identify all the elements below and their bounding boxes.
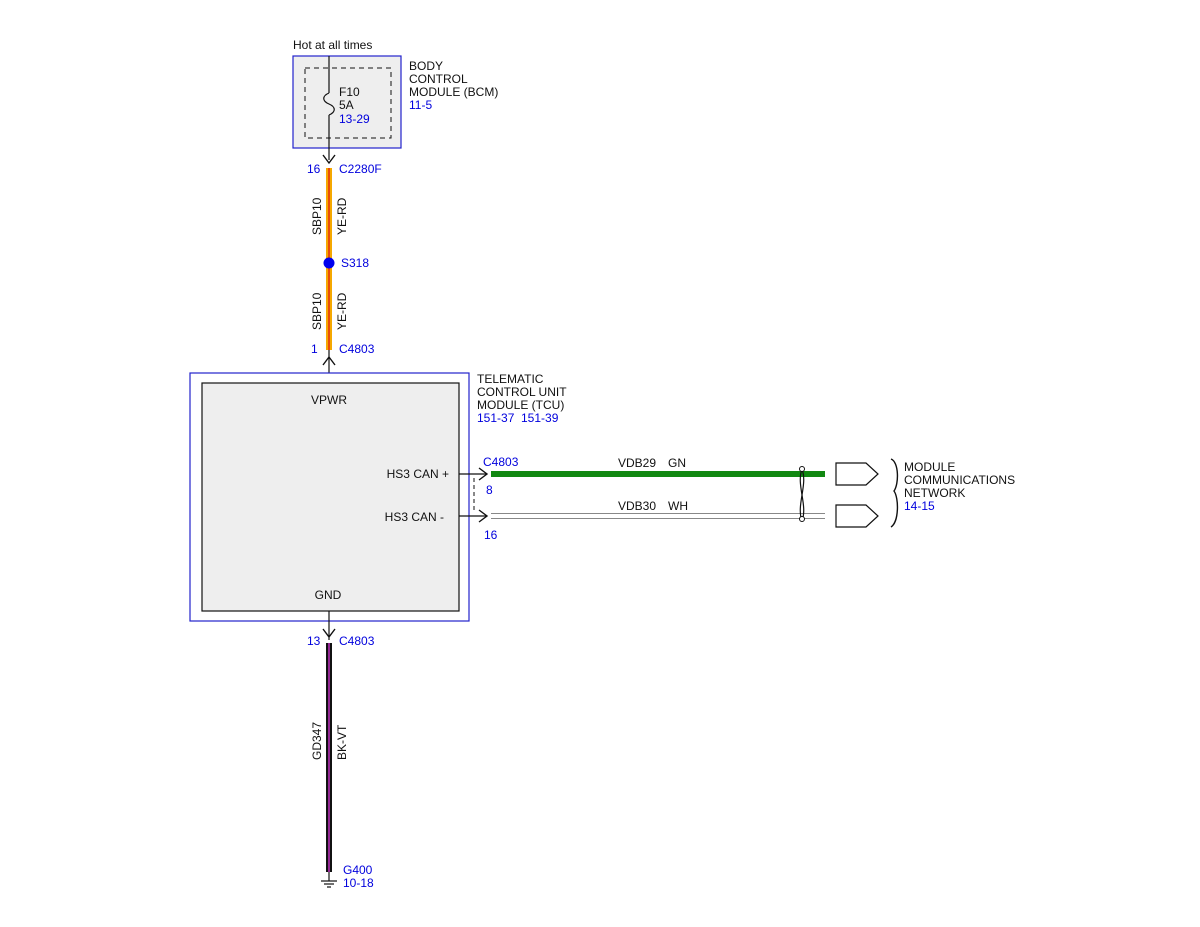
twisted-pair-end-icon bbox=[799, 466, 805, 472]
wire-lower-color: YE-RD bbox=[335, 292, 349, 330]
tcu-name-line-1: TELEMATIC bbox=[477, 372, 544, 386]
bcm-name-line-2: CONTROL bbox=[409, 72, 468, 86]
tcu-name-line-3: MODULE (TCU) bbox=[477, 398, 564, 412]
wire-ground-circuit: GD347 bbox=[310, 722, 324, 760]
bcm-connector-id[interactable]: C2280F bbox=[339, 162, 382, 176]
bcm-ref-link[interactable]: 11-5 bbox=[409, 98, 432, 112]
connector-arrow-icon bbox=[478, 467, 489, 481]
network-brace-icon bbox=[890, 458, 899, 528]
can-connector-id[interactable]: C4803 bbox=[483, 455, 519, 469]
fuse-ref-link[interactable]: 13-29 bbox=[339, 112, 370, 126]
wire-ground-color: BK-VT bbox=[335, 724, 349, 760]
bcm-fuse-box-outline bbox=[304, 67, 392, 139]
fuse-rating: 5A bbox=[339, 98, 354, 112]
splice-id[interactable]: S318 bbox=[341, 256, 369, 270]
wire-vdb30-color: WH bbox=[668, 499, 688, 513]
tcu-ref-link-1[interactable]: 151-37 bbox=[477, 411, 515, 425]
connector-arrow-icon bbox=[322, 154, 336, 165]
network-name-line-3: NETWORK bbox=[904, 486, 965, 500]
wire-upper-color: YE-RD bbox=[335, 197, 349, 235]
bcm-connector-pin: 16 bbox=[307, 162, 321, 176]
network-name-line-1: MODULE bbox=[904, 460, 955, 474]
tcu-pin-gnd: GND bbox=[315, 588, 342, 602]
ground-id[interactable]: G400 bbox=[343, 863, 373, 877]
wire-upper-circuit: SBP10 bbox=[310, 197, 324, 235]
power-source-label: Hot at all times bbox=[293, 38, 372, 52]
connector-arrow-icon bbox=[322, 355, 336, 366]
ground-ref-link[interactable]: 10-18 bbox=[343, 876, 374, 890]
tcu-pin-can-high: HS3 CAN + bbox=[387, 467, 449, 481]
connector-arrow-icon bbox=[478, 509, 489, 523]
network-ref-link[interactable]: 14-15 bbox=[904, 499, 935, 513]
wire-lower-circuit: SBP10 bbox=[310, 292, 324, 330]
network-name-line-2: COMMUNICATIONS bbox=[904, 473, 1015, 487]
tcu-pin-vpwr: VPWR bbox=[311, 393, 347, 407]
splice-dot[interactable] bbox=[323, 257, 335, 269]
wire-vdb29-circuit: VDB29 bbox=[618, 456, 656, 470]
tcu-ref-link-2[interactable]: 151-39 bbox=[521, 411, 559, 425]
can-high-pin: 8 bbox=[486, 483, 493, 497]
fuse-icon[interactable] bbox=[323, 92, 335, 116]
network-connector-arrow-icon[interactable] bbox=[835, 504, 879, 528]
tcu-power-connector-id[interactable]: C4803 bbox=[339, 342, 375, 356]
tcu-power-pin: 1 bbox=[311, 342, 318, 356]
ground-connector-pin: 13 bbox=[307, 634, 321, 648]
bcm-name-line-1: BODY bbox=[409, 59, 443, 73]
can-low-pin: 16 bbox=[484, 528, 498, 542]
wire-vdb30-circuit: VDB30 bbox=[618, 499, 656, 513]
bcm-module-box[interactable] bbox=[292, 55, 402, 149]
ground-connector-id[interactable]: C4803 bbox=[339, 634, 375, 648]
twisted-pair-end-icon bbox=[799, 516, 805, 522]
network-connector-arrow-icon[interactable] bbox=[835, 462, 879, 486]
fuse-name: F10 bbox=[339, 85, 360, 99]
connector-arrow-icon bbox=[322, 628, 336, 639]
tcu-name-line-2: CONTROL UNIT bbox=[477, 385, 567, 399]
tcu-pin-can-low: HS3 CAN - bbox=[385, 510, 444, 524]
tcu-inner-box bbox=[201, 382, 460, 612]
bcm-name-line-3: MODULE (BCM) bbox=[409, 85, 498, 99]
wire-vdb29-color: GN bbox=[668, 456, 686, 470]
